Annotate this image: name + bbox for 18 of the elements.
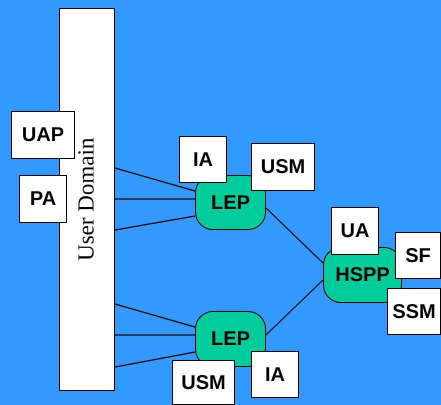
component-box: SF: [395, 232, 441, 279]
connector-line: [266, 280, 324, 336]
component-box: IA: [251, 351, 299, 398]
connector-line: [114, 303, 196, 328]
component-box: UAP: [11, 111, 75, 159]
connector-line: [115, 198, 195, 200]
connector-line: [266, 208, 324, 264]
component-box: USM: [172, 360, 235, 405]
component-box: IA: [179, 136, 227, 183]
connector-line: [114, 167, 196, 192]
connector-line: [114, 351, 196, 368]
connector-line: [115, 334, 195, 336]
component-box: SSM: [387, 288, 441, 335]
component-box: USM: [251, 143, 315, 191]
domain-label: User Domain: [72, 138, 100, 262]
component-box: UA: [331, 207, 379, 255]
connector-line: [114, 215, 196, 231]
component-box: PA: [19, 175, 67, 223]
